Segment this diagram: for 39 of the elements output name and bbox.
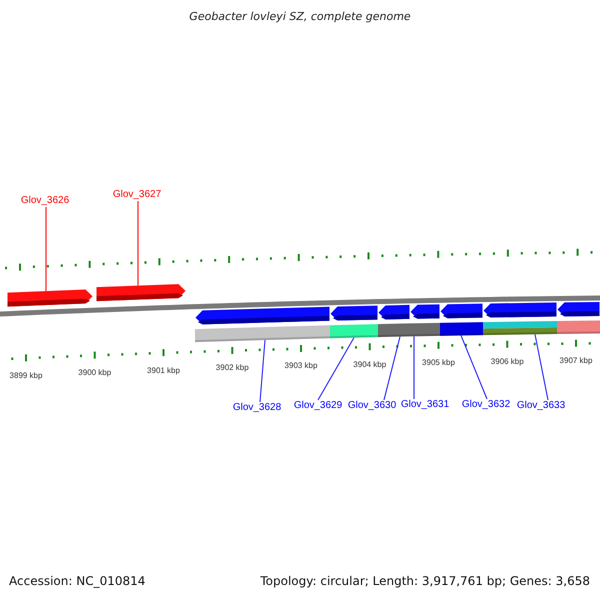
gene-label: Glov_3630: [348, 401, 396, 411]
leader-line: [384, 336, 400, 400]
category-bar: [195, 325, 330, 342]
gene-feature: [558, 302, 600, 316]
leader-line: [534, 334, 548, 400]
scale-label: 3907 kbp: [560, 357, 592, 366]
scale-label: 3899 kbp: [10, 372, 42, 380]
category-bar: [378, 323, 410, 338]
gene-label: Glov_3632: [462, 400, 510, 410]
gene-feature: [96, 284, 186, 302]
gene-label: Glov_3631: [400, 400, 450, 410]
gene-label: Glov_3628: [232, 403, 282, 413]
gene-feature: [440, 304, 482, 318]
scale-label: 3905 kbp: [422, 359, 455, 368]
gene-feature: [8, 290, 92, 307]
gene-label: Glov_3633: [516, 401, 566, 411]
gene-feature: [484, 302, 556, 318]
category-bar: [330, 324, 378, 338]
scale-label: 3900 kbp: [78, 369, 112, 378]
leader-line: [260, 339, 266, 402]
gene-feature: [410, 304, 440, 319]
gene-label: Glov_3627: [112, 190, 162, 200]
scale-label: 3906 kbp: [490, 358, 524, 366]
category-bar: [483, 321, 557, 336]
gene-label: Glov_3629: [294, 401, 342, 411]
leader-line: [460, 334, 488, 400]
category-bar: [410, 322, 440, 336]
scale-label: 3902 kbp: [216, 364, 249, 372]
scale-label: 3901 kbp: [147, 366, 180, 375]
scale-label: 3903 kbp: [284, 362, 318, 370]
gene-label: Glov_3626: [20, 196, 70, 206]
category-bar: [557, 320, 600, 334]
genome-info-text: Topology: circular; Length: 3,917,761 bp; Genes: 3,658: [260, 575, 590, 587]
gene-feature: [378, 304, 410, 320]
accession-text: Accession: NC_010814: [9, 575, 146, 587]
scale-label: 3904 kbp: [353, 360, 386, 369]
category-bar: [440, 322, 483, 336]
title: Geobacter lovleyi SZ, complete genome: [189, 11, 411, 22]
gene-feature: [330, 306, 378, 321]
